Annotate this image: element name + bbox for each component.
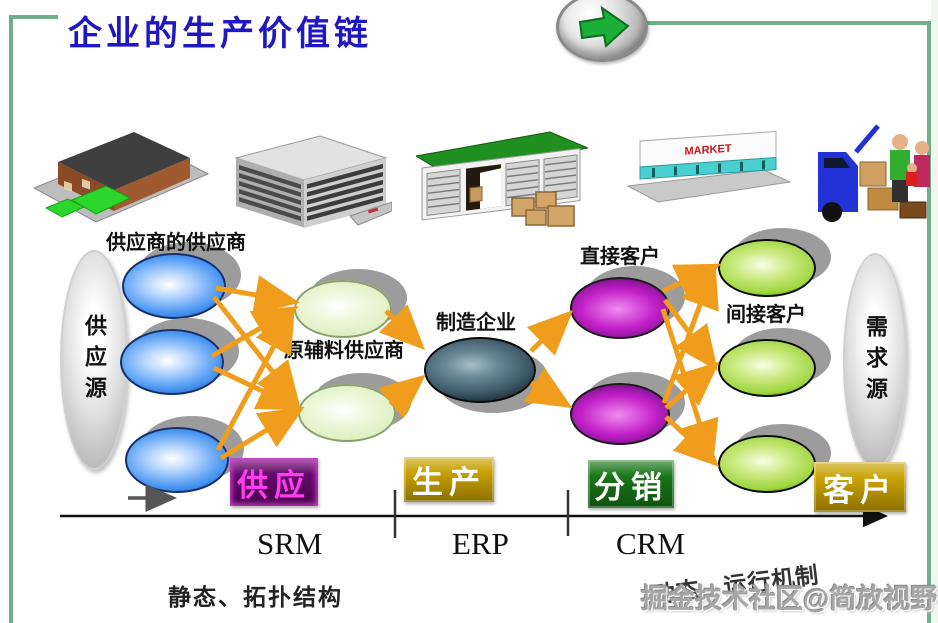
frame-line-top-right	[644, 21, 931, 25]
indirect-customer-node-1	[718, 239, 816, 297]
supplier-node-2	[120, 329, 224, 395]
phase-box-distribution: 分销	[588, 460, 674, 508]
warehouse-clipart	[416, 131, 588, 227]
indirect-customer-node-3	[718, 435, 816, 493]
market-sign-text: MARKET	[684, 143, 731, 158]
supply-source-ellipse: 供应源	[60, 250, 128, 470]
direct-customers-label: 直接客户	[580, 246, 660, 268]
office-building-clipart	[234, 135, 392, 228]
phase-box-supply: 供应	[230, 458, 318, 506]
page-edge-strip	[931, 0, 938, 623]
suppliers-suppliers-label: 供应商的供应商	[106, 232, 246, 254]
green-forward-arrow-icon	[578, 5, 630, 48]
supply-source-label: 供应源	[82, 313, 107, 407]
forward-nav-button[interactable]	[556, 0, 648, 62]
axis-label-erp: ERP	[452, 526, 509, 561]
market-clipart: MARKET	[626, 130, 792, 203]
phase-box-customer: 客户	[814, 462, 906, 512]
demand-source-label: 需求源	[863, 314, 888, 408]
static-topology-caption: 静态、拓扑结构	[168, 584, 343, 610]
demand-source-ellipse: 需求源	[843, 253, 907, 469]
watermark: 掘金技术社区@简放视野	[641, 584, 938, 614]
manufacturer-label: 制造企业	[436, 312, 516, 334]
raw-material-supplier-node-2	[298, 384, 396, 442]
frame-line-left	[9, 15, 13, 623]
raw-material-supplier-node-1	[294, 280, 392, 338]
phase-box-production: 生产	[404, 457, 494, 502]
indirect-customer-node-2	[718, 339, 816, 397]
axis-label-crm: CRM	[616, 526, 685, 561]
frame-line-top-left	[9, 15, 58, 19]
factory-clipart	[32, 132, 210, 223]
manufacturer-node	[424, 337, 536, 403]
indirect-customers-label: 间接客户	[726, 304, 806, 326]
axis-label-srm: SRM	[257, 526, 323, 561]
customers-clipart	[818, 124, 930, 222]
supplier-node-1	[122, 253, 226, 319]
frame-line-right	[927, 21, 931, 623]
direct-customer-node-2	[570, 383, 670, 445]
direct-customer-node-1	[570, 277, 670, 339]
supplier-node-3	[125, 427, 229, 493]
page-title: 企业的生产价值链	[68, 15, 372, 53]
raw-material-suppliers-label: 原辅料供应商	[284, 340, 404, 362]
